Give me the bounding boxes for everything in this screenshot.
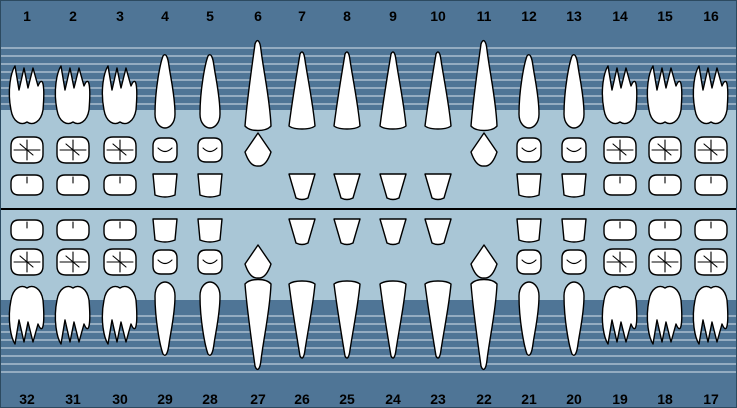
- tooth-number-label: 22: [476, 391, 492, 407]
- tooth-number-label: 17: [703, 391, 719, 407]
- tooth-occlusal-surface[interactable]: [153, 138, 177, 162]
- tooth-number-label: 25: [339, 391, 355, 407]
- tooth-facial-surface[interactable]: [198, 174, 222, 197]
- tooth-facial-surface[interactable]: [198, 219, 222, 242]
- tooth-occlusal-surface[interactable]: [198, 250, 222, 274]
- tooth-number-label: 18: [657, 391, 673, 407]
- tooth-number-label: 15: [657, 8, 673, 24]
- tooth-occlusal-surface[interactable]: [562, 138, 586, 162]
- tooth-number-label: 16: [703, 8, 719, 24]
- tooth-number-label: 13: [566, 8, 582, 24]
- tooth-number-label: 31: [65, 391, 81, 407]
- tooth-number-label: 29: [157, 391, 173, 407]
- tooth-occlusal-surface[interactable]: [562, 250, 586, 274]
- tooth-occlusal-surface[interactable]: [517, 138, 541, 162]
- tooth-number-label: 27: [250, 391, 266, 407]
- tooth-facial-surface[interactable]: [153, 174, 177, 197]
- tooth-number-label: 5: [206, 8, 214, 24]
- tooth-number-label: 11: [477, 8, 492, 24]
- tooth-number-label: 26: [294, 391, 310, 407]
- tooth-facial-surface[interactable]: [562, 174, 586, 197]
- tooth-number-label: 9: [389, 8, 397, 24]
- tooth-number-label: 30: [112, 391, 128, 407]
- tooth-number-label: 2: [69, 8, 77, 24]
- tooth-number-label: 7: [298, 8, 306, 24]
- tooth-number-label: 8: [343, 8, 351, 24]
- tooth-number-label: 24: [385, 391, 401, 407]
- tooth-number-label: 10: [430, 8, 446, 24]
- tooth-occlusal-surface[interactable]: [153, 250, 177, 274]
- tooth-facial-surface[interactable]: [562, 219, 586, 242]
- tooth-number-label: 3: [116, 8, 124, 24]
- tooth-number-label: 32: [19, 391, 35, 407]
- tooth-number-label: 20: [566, 391, 582, 407]
- tooth-number-label: 28: [202, 391, 218, 407]
- tooth-number-label: 1: [23, 8, 31, 24]
- tooth-occlusal-surface[interactable]: [198, 138, 222, 162]
- tooth-number-label: 4: [161, 8, 169, 24]
- tooth-number-label: 21: [521, 391, 537, 407]
- tooth-facial-surface[interactable]: [153, 219, 177, 242]
- tooth-number-label: 23: [430, 391, 446, 407]
- tooth-occlusal-surface[interactable]: [517, 250, 541, 274]
- tooth-number-label: 19: [612, 391, 628, 407]
- tooth-number-label: 14: [612, 8, 628, 24]
- tooth-number-label: 12: [521, 8, 537, 24]
- tooth-number-label: 6: [254, 8, 262, 24]
- tooth-facial-surface[interactable]: [517, 219, 541, 242]
- tooth-facial-surface[interactable]: [517, 174, 541, 197]
